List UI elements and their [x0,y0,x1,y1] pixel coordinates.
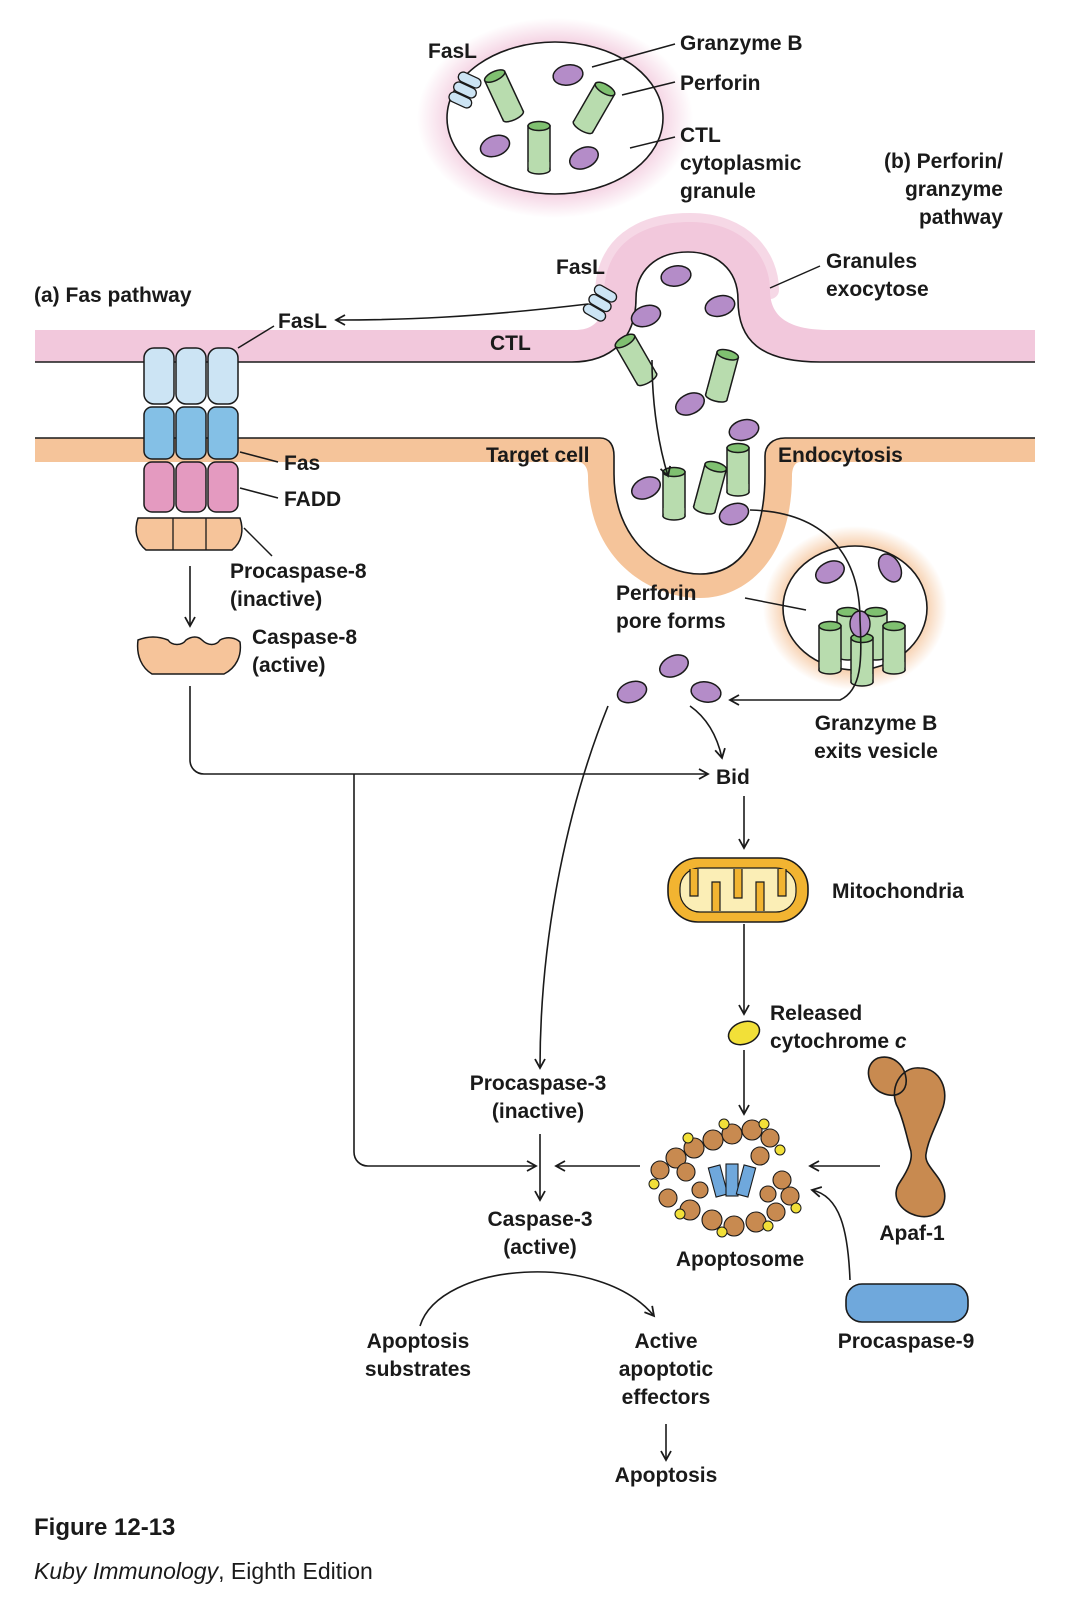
label-released-1: Released [770,1002,862,1025]
label-mitochondria: Mitochondria [832,880,964,903]
label-target-cell: Target cell [486,444,589,467]
label-apaf1: Apaf-1 [879,1222,945,1245]
label-bid: Bid [716,766,750,789]
label-perforin-pore-2: pore forms [616,610,726,633]
label-b-pathway-1: (b) Perforin/ [884,150,1003,173]
label-ctl-granule-3: granule [680,180,756,203]
label-granules-exo-2: exocytose [826,278,929,301]
granzyme-to-bid-arrow [689,705,726,760]
label-ctl: CTL [490,332,531,355]
vesicle-transfer-line [728,509,862,706]
fadd-trimer [143,461,239,513]
label-casp3-1: Caspase-3 [487,1208,592,1231]
apaf1-icon [867,1056,946,1218]
fasl-arrow [334,303,589,326]
perforin-to-vesicle-arrow [651,359,672,478]
label-apoptosis: Apoptosis [615,1464,718,1487]
caspase-8-shape [136,636,242,675]
label-active-effectors-3: effectors [622,1386,711,1409]
figure-caption-source: Kuby Immunology, Eighth Edition [34,1558,373,1585]
casp8-to-casp3-arrow [353,774,538,1172]
label-procasp3-2: (inactive) [492,1100,584,1123]
label-procasp3-1: Procaspase-3 [470,1072,607,1095]
fasl-membrane-icon [582,284,618,322]
label-procasp8-1: Procaspase-8 [230,560,367,583]
label-b-pathway-2: granzyme [905,178,1003,201]
label-granzyme-b: Granzyme B [680,32,803,55]
label-active-effectors-1: Active [634,1330,697,1353]
procasp9-to-apoptosome-arrow [810,1186,851,1281]
label-granzyme-exits-2: exits vesicle [814,740,938,763]
apoptosome-icon [648,1118,802,1238]
label-apoptosome: Apoptosome [676,1248,804,1271]
perforin-pore-vesicle [763,526,947,690]
figure-caption-title: Figure 12-13 [34,1514,176,1541]
fasl-trimer [143,347,239,405]
label-fasl-exo: FasL [556,256,605,279]
label-ctl-granule-1: CTL [680,124,721,147]
label-a-pathway: (a) Fas pathway [34,284,192,307]
book-edition: , Eighth Edition [218,1558,373,1584]
label-fas: Fas [284,452,320,475]
label-granules-exo-1: Granules [826,250,917,273]
label-perforin-pore-1: Perforin [616,582,697,605]
cytochrome-c-icon [727,1020,761,1046]
label-casp8-2: (active) [252,654,326,677]
target-cell-membrane [35,437,1035,598]
procaspase-8-shape [135,517,243,551]
label-fadd: FADD [284,488,341,511]
label-casp8-1: Caspase-8 [252,626,357,649]
label-ctl-granule-2: cytoplasmic [680,152,802,175]
label-b-pathway-3: pathway [919,206,1003,229]
label-casp3-2: (active) [503,1236,577,1259]
label-fasl-fas: FasL [278,310,327,333]
label-apop-substrates-2: substrates [365,1358,471,1381]
substrates-to-effectors-arrow [419,1271,656,1327]
label-active-effectors-2: apoptotic [619,1358,714,1381]
label-endocytosis: Endocytosis [778,444,903,467]
label-released-2: cytochrome c [770,1030,907,1053]
label-apop-substrates-1: Apoptosis [367,1330,470,1353]
label-procasp9: Procaspase-9 [838,1330,975,1353]
label-procasp8-2: (inactive) [230,588,322,611]
label-perforin: Perforin [680,72,761,95]
book-title: Kuby Immunology [34,1558,219,1584]
label-granzyme-exits-1: Granzyme B [815,712,938,735]
fas-trimer [143,406,239,460]
ctl-cytoplasmic-granule [417,18,693,218]
fasl-granule-icon [448,71,482,109]
granzyme-to-procasp3-arrow [534,705,609,1070]
procaspase-9-icon [845,1283,969,1323]
casp8-to-bid-arrow [189,686,710,780]
mitochondria-icon [667,857,809,923]
label-fasl-granule: FasL [428,40,477,63]
